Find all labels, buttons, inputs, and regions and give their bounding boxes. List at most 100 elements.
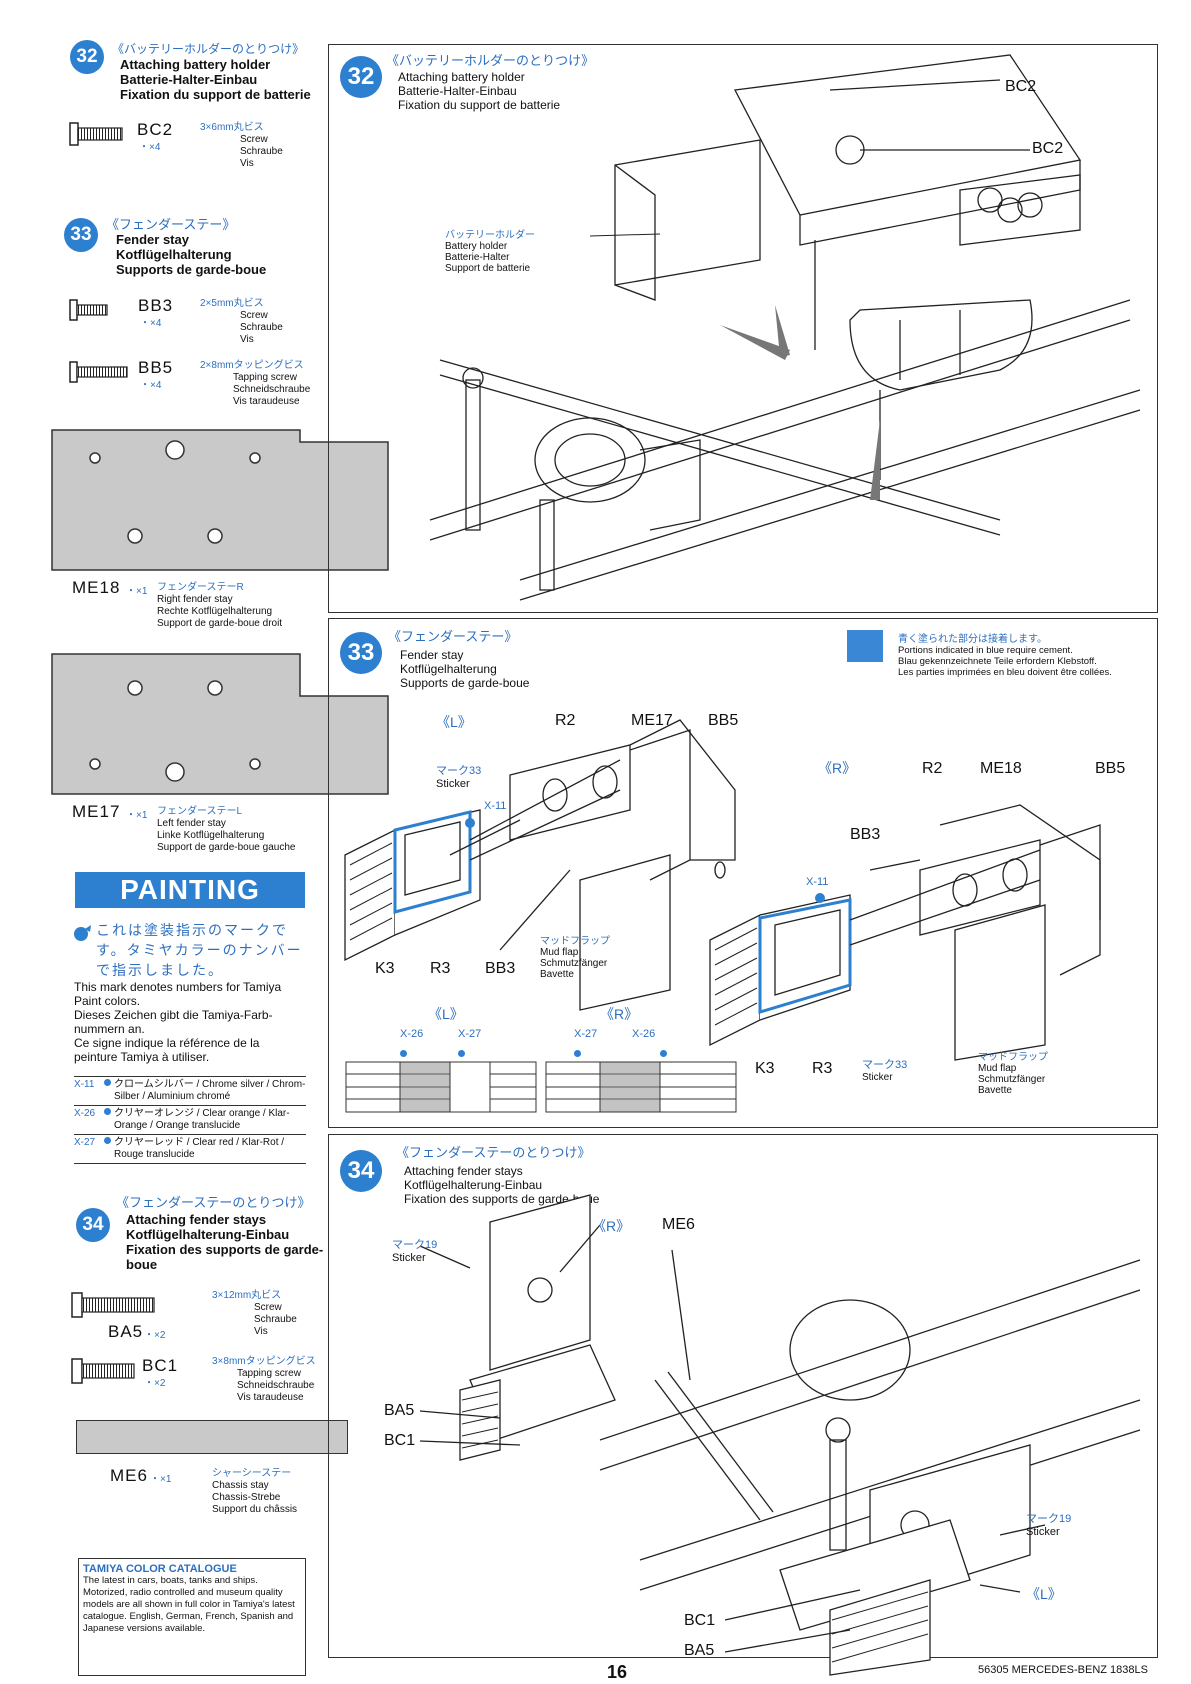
p33-right-me18: ME18	[980, 760, 1022, 777]
me17-plate-drawing	[51, 653, 389, 795]
step-33-fr: Supports de garde-boue	[116, 262, 267, 277]
panel-32-badge: 32	[340, 56, 382, 98]
bc2-name-de: Schraube	[240, 146, 283, 157]
bc1-name-fr: Vis taraudeuse	[237, 1392, 304, 1403]
lights-left-code-0: X-26	[400, 1028, 424, 1040]
painting-fr: Ce signe indique la référence de la pein…	[74, 1036, 260, 1064]
p33-right-sticker-jp: マーク33	[862, 1059, 908, 1071]
panel-32-de: Batterie-Halter-Einbau	[398, 84, 517, 98]
bc2-names: Screw Schraube Vis	[240, 134, 283, 170]
p33-left-k3: K3	[375, 960, 395, 977]
p34-sticker-top-en: Sticker	[392, 1252, 426, 1264]
me17-name-en: Left fender stay	[157, 818, 226, 829]
screw-bb5-icon	[69, 361, 128, 383]
ba5-code: BA5	[108, 1322, 144, 1341]
step-33-badge: 33	[64, 218, 98, 252]
step-34-badge: 34	[76, 1208, 110, 1242]
screw-bc2-icon	[69, 122, 123, 146]
p33-left-sticker-en: Sticker	[436, 778, 470, 790]
battery-holder-en: Battery holder	[445, 241, 508, 252]
page-number: 16	[607, 1662, 628, 1682]
cement-note-en: Portions indicated in blue require cemen…	[898, 645, 1073, 656]
panel-34-jp: 《フェンダーステーのとりつけ》	[396, 1145, 591, 1160]
bb3-name-fr: Vis	[240, 334, 254, 345]
bb3-name-de: Schraube	[240, 322, 283, 333]
me18-name-en: Right fender stay	[157, 594, 233, 605]
bc2-code: BC2	[137, 120, 174, 139]
page-footer: 56305 MERCEDES-BENZ 1838LS	[978, 1664, 1148, 1676]
paint-text-x26: クリヤーオレンジ / Clear orange / Klar-Orange / …	[114, 1108, 290, 1131]
bb5-name-fr: Vis taraudeuse	[233, 396, 300, 407]
ba5-qty: ・×2	[144, 1330, 166, 1341]
bb5-name-en: Tapping screw	[233, 372, 297, 383]
me17-name-de: Linke Kotflügelhalterung	[157, 830, 265, 841]
me18-name-fr: Support de garde-boue droit	[157, 618, 283, 629]
callout-bc2-a: BC2	[1005, 78, 1037, 95]
me17-names: Left fender stay Linke Kotflügelhalterun…	[157, 818, 295, 854]
paint-dot-icon	[104, 1108, 111, 1115]
panel-33-jp: 《フェンダーステー》	[388, 629, 518, 644]
step-32-jp-title: 《バッテリーホルダーのとりつけ》	[112, 42, 305, 56]
step-34-titles: Attaching fender stays Kotflügelhalterun…	[126, 1212, 326, 1272]
me17-code: ME17	[72, 802, 121, 821]
me6-code: ME6	[110, 1466, 148, 1485]
p33-left-bb3: BB3	[485, 960, 516, 977]
p33-left-mudflap: マッドフラップ Mud flap Schmutzfänger Bavette	[540, 936, 610, 980]
p33-right-bb3: BB3	[850, 826, 881, 843]
lights-left-code-1: X-27	[458, 1028, 482, 1040]
paint-row-x11: X-11 クロームシルバー / Chrome silver / Chrom-Si…	[74, 1077, 306, 1106]
bc1-name-de: Schneidschraube	[237, 1380, 315, 1391]
p33-left-mudflap-jp: マッドフラップ	[540, 936, 610, 947]
p34-left-side: 《L》	[1026, 1586, 1062, 1602]
painting-desc: This mark denotes numbers for Tamiya Pai…	[74, 980, 306, 1064]
panel-34-en: Attaching fender stays	[404, 1164, 523, 1178]
step-33-de: Kotflügelhalterung	[116, 247, 232, 262]
panel-34-de: Kotflügelhalterung-Einbau	[404, 1178, 543, 1192]
panel-33-fr: Supports de garde-boue	[400, 676, 530, 690]
p34-right-side: 《R》	[592, 1218, 631, 1234]
callout-bc2-b: BC2	[1032, 140, 1064, 157]
bb3-size: 2×5mm丸ビス	[200, 298, 264, 309]
blue-cement-swatch	[847, 630, 883, 662]
bc1-code: BC1	[142, 1356, 179, 1375]
lights-left-side: 《L》	[428, 1006, 464, 1022]
panel-32-titles: Attaching battery holder Batterie-Halter…	[398, 70, 560, 112]
p34-sticker-bottom-en: Sticker	[1026, 1526, 1060, 1538]
me18-jp: フェンダーステーR	[157, 582, 244, 593]
paint-text-x27: クリヤーレッド / Clear red / Klar-Rot / Rouge t…	[114, 1137, 285, 1160]
step-33-en: Fender stay	[116, 232, 189, 247]
me18-names: Right fender stay Rechte Kotflügelhalter…	[157, 594, 282, 630]
p34-sticker-top-jp: マーク19	[392, 1239, 438, 1251]
p33-left-x11: X-11	[484, 800, 507, 812]
p33-left-mudflap-de: Schmutzfänger	[540, 958, 608, 969]
panel-34-badge: 34	[340, 1150, 382, 1192]
p34-bc1-top: BC1	[384, 1432, 416, 1449]
me18-code: ME18	[72, 578, 121, 597]
ba5-name-fr: Vis	[254, 1326, 268, 1337]
p33-left-side: 《L》	[436, 714, 472, 730]
p33-left-sticker: マーク33 Sticker	[436, 762, 481, 790]
p33-right-sticker-en: Sticker	[862, 1072, 893, 1083]
bc2-name-en: Screw	[240, 134, 268, 145]
bc1-qty: ・×2	[144, 1378, 166, 1389]
paint-color-list: X-11 クロームシルバー / Chrome silver / Chrom-Si…	[74, 1076, 306, 1164]
lights-right-code-1: X-26	[632, 1028, 656, 1040]
p34-bc1-bottom: BC1	[684, 1612, 716, 1629]
p34-sticker-bottom: マーク19 Sticker	[1026, 1510, 1071, 1538]
lights-right-code-0: X-27	[574, 1028, 598, 1040]
p34-ba5-bottom: BA5	[684, 1642, 715, 1659]
step-34-fr: Fixation des supports de garde-boue	[126, 1242, 324, 1272]
p34-me6: ME6	[662, 1216, 695, 1233]
bb3-name-en: Screw	[240, 310, 268, 321]
screw-bc1-icon	[71, 1358, 135, 1384]
me6-jp: シャーシーステー	[212, 1468, 292, 1479]
bb5-qty: ・×4	[140, 380, 162, 391]
bc1-names: Tapping screw Schneidschraube Vis taraud…	[237, 1368, 314, 1404]
ba5-size: 3×12mm丸ビス	[212, 1290, 282, 1301]
painting-de: Dieses Zeichen gibt die Tamiya-Farb-numm…	[74, 1008, 273, 1036]
step-32-badge: 32	[70, 40, 104, 74]
p33-right-x11: X-11	[806, 876, 829, 888]
catalogue-title: TAMIYA COLOR CATALOGUE	[83, 1563, 237, 1575]
paint-dot-icon	[660, 1044, 670, 1062]
